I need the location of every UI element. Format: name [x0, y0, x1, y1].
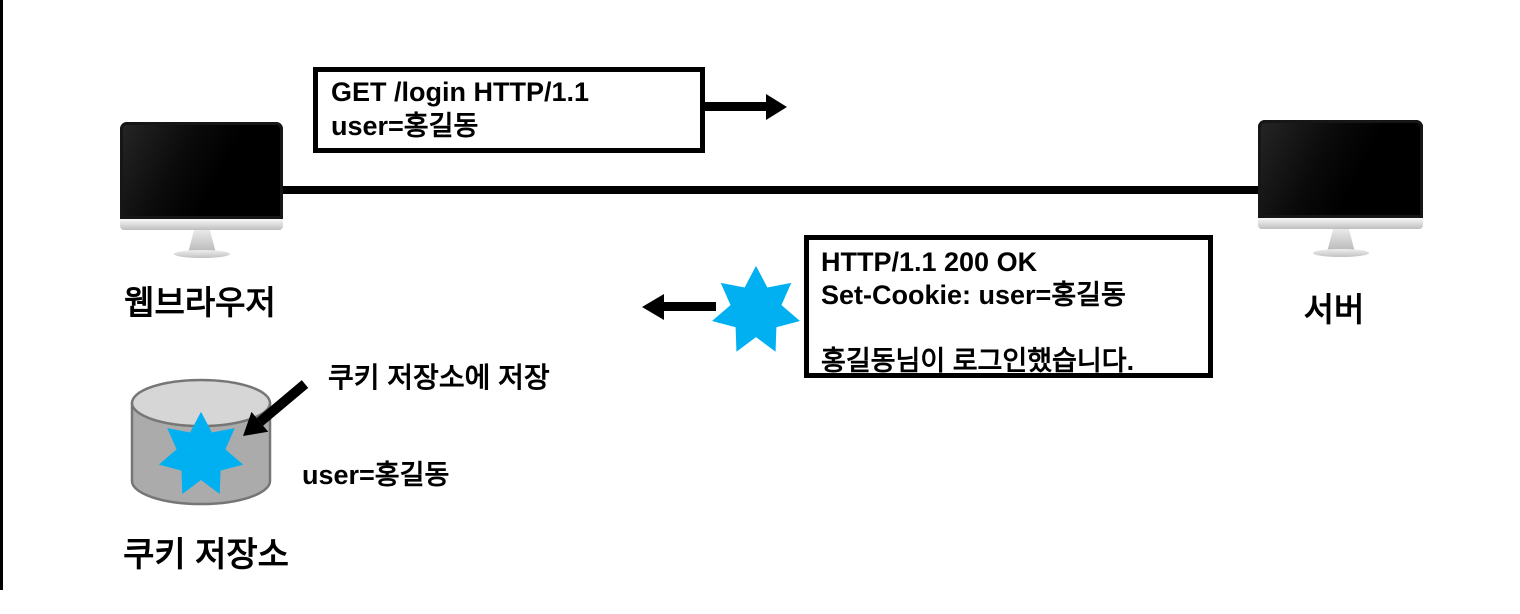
browser-monitor-screen — [120, 122, 283, 219]
browser-monitor-stand — [188, 230, 216, 252]
stored-cookie-value: user=홍길동 — [302, 460, 450, 490]
server-label: 서버 — [1303, 291, 1365, 328]
server-monitor-icon — [1258, 120, 1423, 260]
response-arrow-shaft — [662, 302, 716, 311]
response-line-4: 홍길동님이 로그인했습니다. — [821, 346, 1135, 376]
server-monitor-screen — [1258, 120, 1423, 218]
request-arrow-head-icon — [766, 94, 787, 120]
response-cookie-star-icon — [712, 265, 800, 352]
request-line-1: GET /login HTTP/1.1 — [331, 77, 590, 107]
server-monitor-chin — [1258, 218, 1423, 229]
browser-monitor-icon — [120, 122, 283, 262]
save-annotation: 쿠키 저장소에 저장 — [328, 362, 550, 393]
browser-monitor-chin — [120, 219, 283, 230]
browser-monitor-base — [174, 250, 230, 258]
save-arrow-icon — [243, 380, 309, 436]
browser-label: 웹브라우저 — [124, 284, 276, 321]
request-arrow-shaft — [705, 102, 768, 111]
response-line-2: Set-Cookie: user=홍길동 — [821, 280, 1126, 310]
network-connection-line — [240, 186, 1295, 194]
response-line-1: HTTP/1.1 200 OK — [821, 247, 1038, 277]
server-monitor-base — [1313, 249, 1369, 257]
response-arrow-head-icon — [642, 294, 664, 320]
request-message-box: GET /login HTTP/1.1 user=홍길동 — [313, 67, 705, 153]
frame-left-edge — [0, 0, 3, 590]
response-line-3 — [821, 312, 1208, 345]
stored-cookie-star-icon — [158, 411, 244, 494]
response-message-box: HTTP/1.1 200 OK Set-Cookie: user=홍길동 홍길동… — [804, 235, 1213, 378]
storage-label: 쿠키 저장소 — [123, 536, 289, 574]
request-line-2: user=홍길동 — [331, 111, 479, 141]
server-monitor-stand — [1327, 229, 1355, 251]
